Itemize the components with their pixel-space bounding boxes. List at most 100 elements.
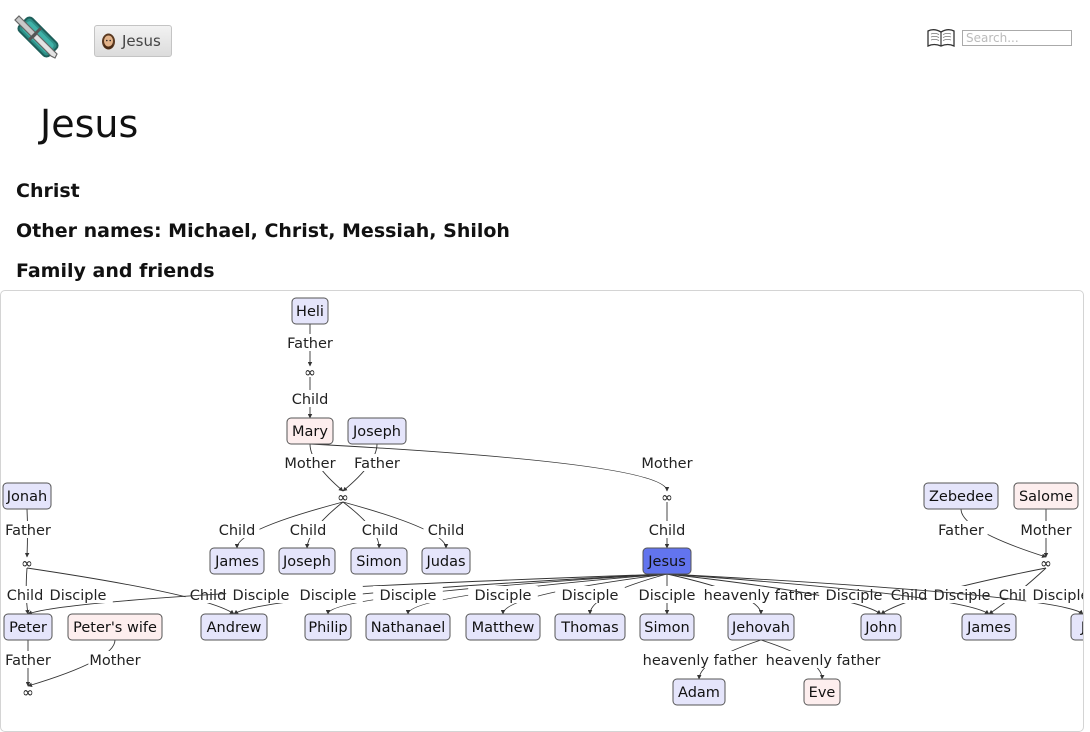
page-title: Jesus <box>40 102 139 146</box>
person-node-peters_wife[interactable]: Peter's wife <box>67 613 163 641</box>
edge-label-bg <box>226 586 296 603</box>
person-node-box[interactable] <box>200 613 268 641</box>
person-node-box[interactable] <box>923 482 999 510</box>
edge-label-bg <box>214 521 260 538</box>
person-node-box[interactable] <box>421 547 471 575</box>
union-marker: ∞ <box>21 556 33 572</box>
edge-label: Disciple <box>639 588 696 604</box>
person-node-mary[interactable]: Mary <box>286 417 334 445</box>
person-node-box[interactable] <box>1013 482 1079 510</box>
person-node-box[interactable] <box>639 613 695 641</box>
edge-label-bg <box>293 586 363 603</box>
person-node-box[interactable] <box>672 678 726 706</box>
person-node-peter[interactable]: Peter <box>3 613 53 641</box>
person-node-label: Jonah <box>6 489 47 505</box>
person-node-john[interactable]: John <box>860 613 902 641</box>
breadcrumb-person[interactable]: Jesus <box>94 25 172 57</box>
person-node-box[interactable] <box>291 297 329 325</box>
person-node-box[interactable] <box>350 547 408 575</box>
person-node-box[interactable] <box>209 547 265 575</box>
person-node-box[interactable] <box>347 417 407 445</box>
edge-label: Child <box>290 523 327 539</box>
person-node-box[interactable] <box>727 613 795 641</box>
book-icon[interactable] <box>926 28 956 48</box>
breadcrumb-label: Jesus <box>122 32 161 50</box>
person-node-label: Nathanael <box>371 620 446 636</box>
person-node-andrew[interactable]: Andrew <box>200 613 268 641</box>
edge-label: Father <box>354 456 400 472</box>
person-node-label: Eve <box>809 685 836 701</box>
person-node-jesus[interactable]: Jesus <box>642 547 692 575</box>
person-node-judas_b[interactable]: Judas <box>421 547 471 575</box>
person-node-salome[interactable]: Salome <box>1013 482 1079 510</box>
person-node-label: Adam <box>678 685 720 701</box>
edge-label: Father <box>5 653 51 669</box>
edge-label-bg <box>759 651 887 668</box>
person-node-box[interactable] <box>304 613 352 641</box>
person-node-nathanael[interactable]: Nathanael <box>365 613 451 641</box>
person-node-jonah[interactable]: Jonah <box>2 482 52 510</box>
person-node-joseph[interactable]: Joseph <box>347 417 407 445</box>
other-names: Other names: Michael, Christ, Messiah, S… <box>16 220 510 242</box>
edge-label-bg <box>697 586 825 603</box>
person-node-box[interactable] <box>3 613 53 641</box>
edge-label: Disciple <box>233 588 290 604</box>
edge-label: Mother <box>641 456 692 472</box>
person-node-heli[interactable]: Heli <box>291 297 329 325</box>
edge-label: Child <box>7 588 44 604</box>
person-node-box[interactable] <box>860 613 902 641</box>
relation-edge <box>234 501 344 549</box>
person-node-box[interactable] <box>554 613 626 641</box>
edge-label-bg <box>373 586 443 603</box>
person-node-label: James <box>214 554 259 570</box>
edge-label-bg <box>934 521 988 538</box>
person-node-label: Joseph <box>352 424 401 440</box>
person-node-james_b[interactable]: James <box>209 547 265 575</box>
edge-label: Disciple <box>562 588 619 604</box>
person-node-zebedee[interactable]: Zebedee <box>923 482 999 510</box>
person-node-box[interactable] <box>365 613 451 641</box>
person-node-box[interactable] <box>2 482 52 510</box>
edge-label: Disciple <box>50 588 107 604</box>
person-node-label: Matthew <box>472 620 535 636</box>
person-node-box[interactable] <box>286 417 334 445</box>
family-heading: Family and friends <box>16 260 215 282</box>
person-node-simon_b[interactable]: Simon <box>350 547 408 575</box>
person-node-matthew[interactable]: Matthew <box>465 613 541 641</box>
person-node-box[interactable] <box>67 613 163 641</box>
edge-label-bg <box>283 454 337 471</box>
edge-label-bg <box>468 586 538 603</box>
person-node-box[interactable] <box>961 613 1017 641</box>
person-node-label: Andrew <box>207 620 262 636</box>
person-node-box[interactable] <box>1070 613 1083 641</box>
person-node-cut[interactable]: J <box>1070 613 1083 641</box>
edge-label-bg <box>819 586 889 603</box>
person-node-box[interactable] <box>278 547 336 575</box>
edge-label-bg <box>283 334 337 351</box>
site-logo-icon[interactable] <box>7 6 69 68</box>
person-node-label: J <box>1080 620 1083 636</box>
edge-label-bg <box>423 521 469 538</box>
person-node-joseph_b[interactable]: Joseph <box>278 547 336 575</box>
person-node-box[interactable] <box>465 613 541 641</box>
edge-label-bg <box>1026 586 1083 603</box>
person-node-label: Philip <box>308 620 347 636</box>
person-node-simon_d[interactable]: Simon <box>639 613 695 641</box>
person-node-box[interactable] <box>642 547 692 575</box>
relation-edge <box>27 573 668 615</box>
person-node-thomas[interactable]: Thomas <box>554 613 626 641</box>
person-node-box[interactable] <box>803 678 841 706</box>
person-node-eve[interactable]: Eve <box>803 678 841 706</box>
person-node-adam[interactable]: Adam <box>672 678 726 706</box>
person-node-jehovah[interactable]: Jehovah <box>727 613 795 641</box>
edge-label-bg <box>1019 521 1073 538</box>
person-node-james_z[interactable]: James <box>961 613 1017 641</box>
person-node-philip[interactable]: Philip <box>304 613 352 641</box>
relation-edge <box>666 573 1083 615</box>
union-marker: ∞ <box>22 685 34 701</box>
edge-label-bg <box>927 586 997 603</box>
edge-label-bg <box>1 651 55 668</box>
search-input[interactable] <box>962 30 1072 46</box>
